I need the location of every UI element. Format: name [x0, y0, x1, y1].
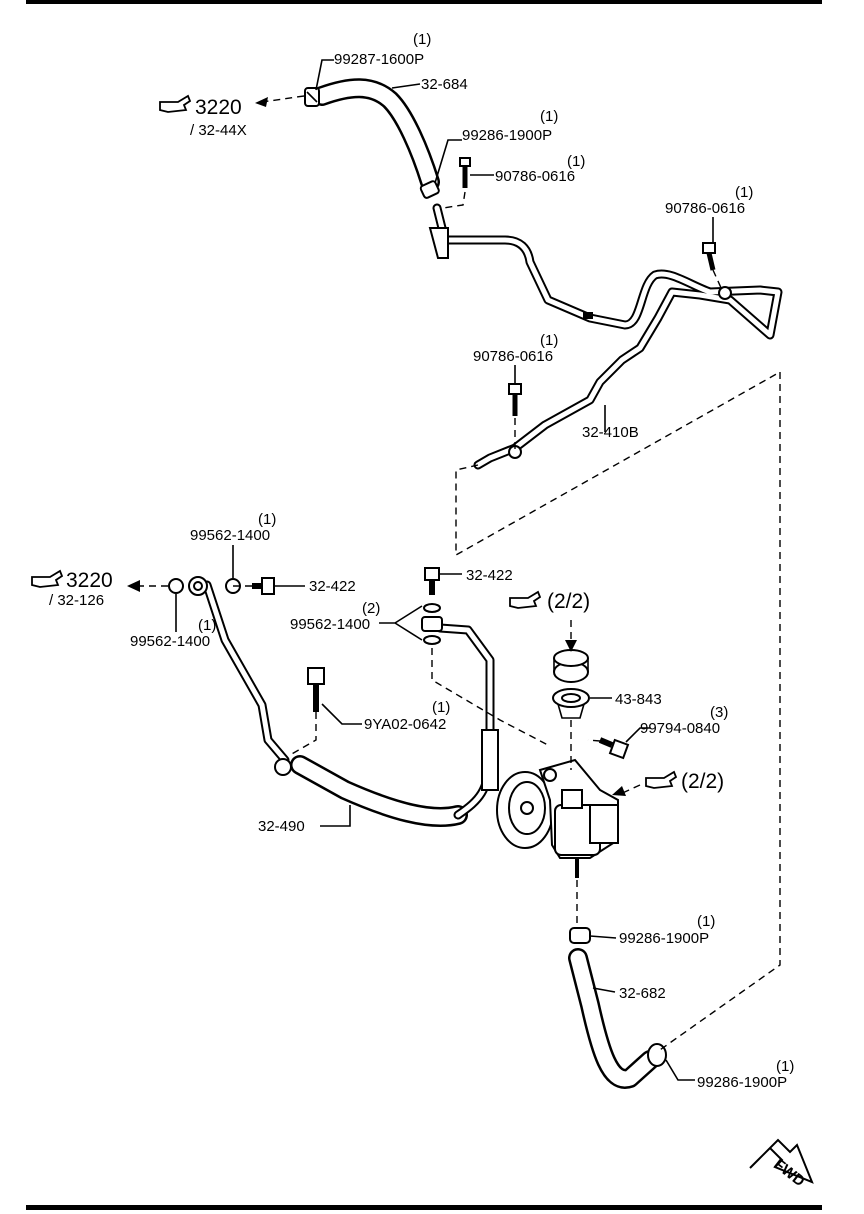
ref-top-number[interactable]: 3220: [195, 96, 242, 119]
banjo-fitting-left[interactable]: [188, 576, 208, 596]
ref-left-sub[interactable]: / 32-126: [49, 592, 104, 609]
hose-clamp-99286-upper[interactable]: [419, 180, 440, 199]
pointing-hand-icon: [159, 94, 192, 113]
washer-99562-left-a[interactable]: [168, 578, 184, 594]
bolt-90786-0616-c[interactable]: [508, 383, 522, 416]
qty-9ya02: (1): [432, 699, 450, 716]
bolt-99794-0840[interactable]: [598, 737, 630, 760]
label-90786-0616-b: 90786-0616: [665, 200, 745, 217]
pointing-hand-icon: [645, 770, 678, 789]
label-90786-0616-a: 90786-0616: [495, 168, 575, 185]
ref-left-number[interactable]: 3220: [66, 569, 113, 592]
qty-99794: (3): [710, 704, 728, 721]
label-99287-1600p: 99287-1600P: [334, 51, 424, 68]
return-pipe-32-410b[interactable]: [428, 203, 783, 470]
qty-90786-a: (1): [567, 153, 585, 170]
label-99286-1900p-b: 99286-1900P: [619, 930, 709, 947]
arrowhead-top-ref: [255, 97, 268, 107]
power-steering-pump[interactable]: [496, 758, 619, 878]
qty-99562-mid: (2): [362, 600, 380, 617]
label-99794-0840: 99794-0840: [640, 720, 720, 737]
suction-hose-32-682[interactable]: [568, 948, 660, 1089]
qty-99286-a: (1): [540, 108, 558, 125]
qty-99286-c: (1): [776, 1058, 794, 1075]
label-9ya02-0642: 9YA02-0642: [364, 716, 446, 733]
ref-cap-page[interactable]: (2/2): [547, 590, 590, 613]
label-90786-0616-c: 90786-0616: [473, 348, 553, 365]
top-border: [26, 0, 822, 4]
washer-99562-mid-a[interactable]: [423, 603, 441, 613]
label-32-422-a: 32-422: [309, 578, 356, 595]
ref-pump-page[interactable]: (2/2): [681, 770, 724, 793]
label-99562-1400-mid: 99562-1400: [290, 616, 370, 633]
hose-clamp-99287[interactable]: [304, 87, 320, 107]
label-32-490: 32-490: [258, 818, 305, 835]
label-99562-1400-top: 99562-1400: [190, 527, 270, 544]
strainer-43-843[interactable]: [552, 688, 590, 719]
pressure-hose-32-490[interactable]: [202, 580, 499, 827]
forward-arrow-icon: FWD: [749, 1138, 814, 1190]
qty-99286-b: (1): [697, 913, 715, 930]
bolt-9ya02-0642[interactable]: [307, 667, 325, 712]
qty-90786-c: (1): [540, 332, 558, 349]
bolt-90786-0616-b[interactable]: [702, 242, 716, 271]
banjo-fitting-mid[interactable]: [421, 616, 443, 632]
label-99286-1900p-a: 99286-1900P: [462, 127, 552, 144]
qty-90786-b: (1): [735, 184, 753, 201]
label-32-682: 32-682: [619, 985, 666, 1002]
arrowhead-pump-ref: [612, 786, 626, 796]
bolt-90786-0616-a[interactable]: [459, 157, 471, 188]
qty-99562-top: (1): [258, 511, 276, 528]
label-99562-1400-left: 99562-1400: [130, 633, 210, 650]
bolt-32-422-left[interactable]: [252, 577, 275, 595]
label-32-422-b: 32-422: [466, 567, 513, 584]
arrowhead-left-ref: [127, 580, 140, 592]
label-99286-1900p-c: 99286-1900P: [697, 1074, 787, 1091]
hose-clamp-99286-mid[interactable]: [569, 927, 591, 944]
pointing-hand-icon: [509, 590, 542, 609]
return-hose-32-684[interactable]: [312, 78, 440, 192]
ref-top-sub[interactable]: / 32-44X: [190, 122, 247, 139]
label-32-684: 32-684: [421, 76, 468, 93]
pointing-hand-icon: [31, 569, 64, 588]
qty-99562-left: (1): [198, 617, 216, 634]
reservoir-cap[interactable]: [553, 649, 589, 683]
washer-99562-mid-b[interactable]: [423, 635, 441, 645]
dashed-guides: [140, 95, 781, 1053]
label-43-843: 43-843: [615, 691, 662, 708]
bolt-32-422-upper[interactable]: [424, 567, 440, 595]
label-32-410b: 32-410B: [582, 424, 639, 441]
bottom-border: [26, 1205, 822, 1210]
callout-leaders: [175, 59, 714, 1081]
qty-99287: (1): [413, 31, 431, 48]
arrowhead-cap-ref: [565, 640, 577, 652]
